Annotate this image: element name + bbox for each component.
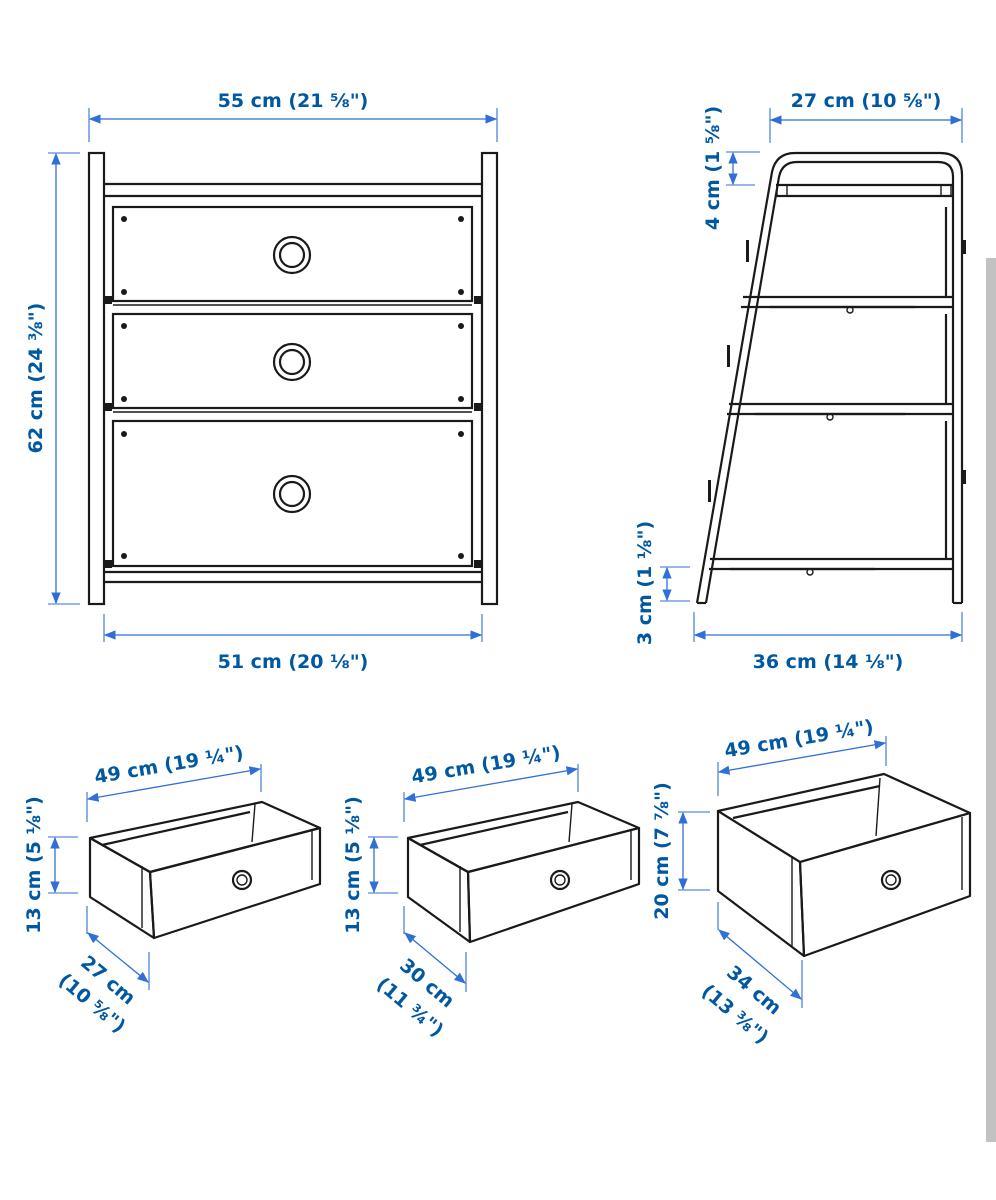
drawer-1-width-label: 49 cm (19 ¼") xyxy=(93,742,245,789)
overall-width-label: 55 cm (21 ⅝") xyxy=(218,90,369,112)
side-frame-outer xyxy=(695,151,964,604)
overall-height-label: 62 cm (24 ⅜") xyxy=(25,303,47,454)
overall-width-dimension: 55 cm (21 ⅝") xyxy=(88,90,498,142)
front-drawer-2 xyxy=(104,312,482,413)
drawer-3-height-label: 20 cm (7 ⅞") xyxy=(651,782,673,920)
overall-height-dimension: 62 cm (24 ⅜") xyxy=(25,152,80,605)
drawer-2-width-label: 49 cm (19 ¼") xyxy=(410,742,562,789)
front-view: 55 cm (21 ⅝") 62 cm (24 ⅜") xyxy=(25,90,499,673)
inner-width-dimension: 51 cm (20 ⅛") xyxy=(103,614,483,673)
scrollbar-thumb[interactable] xyxy=(986,258,996,1142)
foot-height-label: 3 cm (1 ⅛") xyxy=(634,521,656,645)
bottom-depth-label: 36 cm (14 ⅛") xyxy=(753,651,904,673)
drawer-pull-icon xyxy=(231,869,253,891)
drawer-detail-3: 49 cm (19 ¼") 20 cm (7 ⅞") 34 cm (13 ⅜") xyxy=(651,716,972,1049)
inner-width-label: 51 cm (20 ⅛") xyxy=(218,651,369,673)
top-rail-height-label: 4 cm (1 ⅝") xyxy=(702,106,724,230)
drawer-pull-icon xyxy=(272,235,312,275)
bottom-depth-dimension: 36 cm (14 ⅛") xyxy=(693,612,963,673)
drawer-pull-icon xyxy=(272,342,312,382)
front-drawer-3 xyxy=(104,419,482,568)
top-rail-height-dimension: 4 cm (1 ⅝") xyxy=(702,106,760,230)
foot-height-dimension: 3 cm (1 ⅛") xyxy=(634,521,690,645)
drawer-detail-1: 49 cm (19 ¼") 13 cm (5 ⅛") 27 cm (10 ⅝") xyxy=(23,742,322,1038)
front-drawer-1 xyxy=(104,205,482,306)
drawer-1-height-label: 13 cm (5 ⅛") xyxy=(23,796,45,934)
side-view: 27 cm (10 ⅝") 4 cm (1 ⅝") xyxy=(634,90,966,673)
right-leg xyxy=(480,151,499,606)
drawer-pull-icon xyxy=(272,474,312,514)
drawer-detail-2: 49 cm (19 ¼") 13 cm (5 ⅛") 30 cm (11 ¾") xyxy=(342,742,641,1042)
drawer-2-height-label: 13 cm (5 ⅛") xyxy=(342,796,364,934)
top-depth-dimension: 27 cm (10 ⅝") xyxy=(769,90,963,143)
left-leg xyxy=(87,151,106,606)
drawer-pull-icon xyxy=(549,869,571,891)
top-depth-label: 27 cm (10 ⅝") xyxy=(791,90,942,112)
drawer-pull-icon xyxy=(880,869,902,891)
drawer-3-width-label: 49 cm (19 ¼") xyxy=(723,716,875,763)
